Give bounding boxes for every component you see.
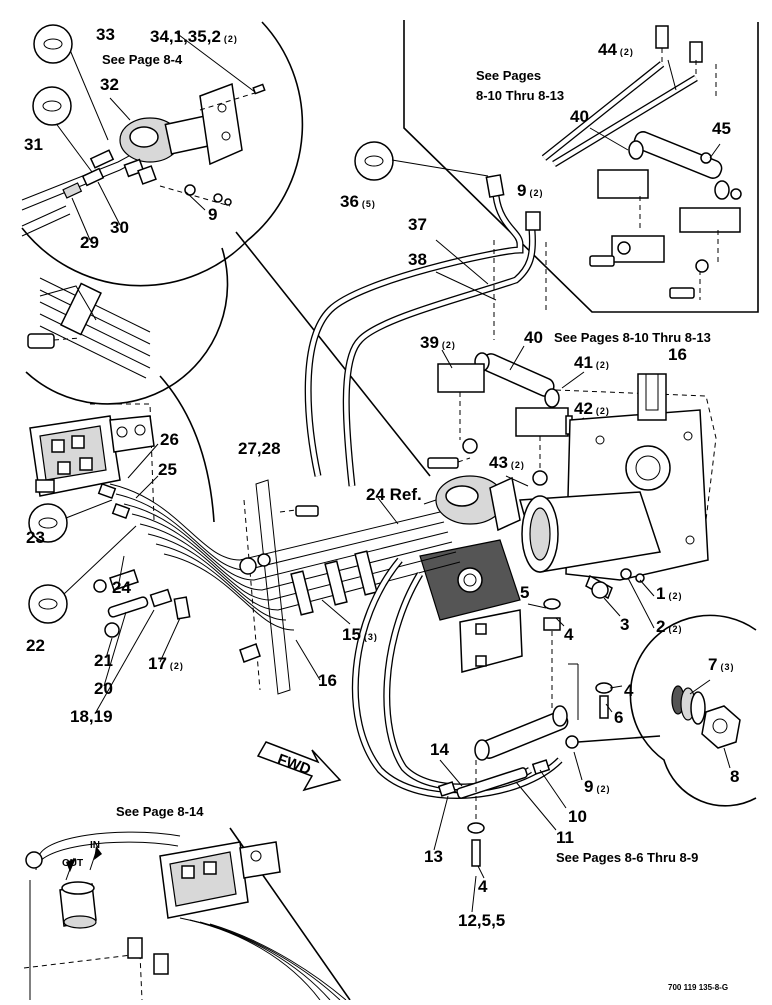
callout-25: 25: [158, 460, 177, 479]
callout-12-5-5: 12,5,5: [458, 911, 505, 930]
callout-44: 44(2): [598, 40, 634, 59]
callout-qty-41: (2): [596, 360, 610, 370]
callout-qty-43: (2): [511, 460, 525, 470]
callout-4b: 4: [624, 681, 634, 700]
callout-32: 32: [100, 75, 119, 94]
note-see-pages-8-10-a: See Pages: [476, 68, 541, 83]
callout-3: 3: [620, 615, 629, 634]
detail-box-upper-right: [403, 20, 759, 313]
callout-7: 7(3): [708, 655, 734, 674]
callout-17: 17(2): [148, 654, 184, 673]
callout-42: 42(2): [574, 399, 610, 418]
note-see-page-8-14: See Page 8-14: [116, 804, 204, 819]
callout-4a: 4: [564, 625, 574, 644]
valve-block: [29, 403, 159, 521]
callout-16b: 16: [318, 671, 337, 690]
o-ring-31: [32, 86, 72, 126]
callout-31: 31: [24, 135, 43, 154]
callout-21: 21: [94, 651, 113, 670]
fwd-label: FWD: [275, 751, 313, 779]
callout-qty-17: (2): [170, 661, 184, 671]
callout-38: 38: [408, 250, 427, 269]
gearbox-frame: [519, 373, 717, 629]
note-see-pages-8-6: See Pages 8-6 Thru 8-9: [556, 850, 698, 865]
forward-arrow: FWD: [256, 741, 342, 792]
cylinder-40-assembly: [427, 345, 585, 487]
lower-cylinder-assembly: [351, 557, 661, 913]
callout-40a: 40: [524, 328, 543, 347]
callout-45: 45: [712, 119, 731, 138]
frame-post: [239, 479, 321, 695]
callout-qty-34-1-35-2: (2): [224, 34, 238, 44]
callout-24: 24: [112, 578, 131, 597]
callout-2: 2(2): [656, 617, 682, 636]
callout-26: 26: [160, 430, 179, 449]
callout-qty-36: (5): [362, 199, 376, 209]
callout-qty-15: (3): [364, 632, 378, 642]
detail-circle-clamp: [25, 247, 229, 523]
callout-22: 22: [26, 636, 45, 655]
callout-10: 10: [568, 807, 587, 826]
detail-circle-motor: [21, 21, 431, 477]
callout-16a: 16: [668, 345, 687, 364]
callout-30: 30: [110, 218, 129, 237]
callout-37: 37: [408, 215, 427, 234]
callout-qty-1: (2): [668, 591, 682, 601]
callout-6: 6: [614, 708, 623, 727]
callout-40b: 40: [570, 107, 589, 126]
figure-number: 700 119 135-8-G: [668, 983, 728, 992]
note-see-pages-8-10-c: See Pages 8-10 Thru 8-13: [554, 330, 711, 345]
out-label: OUT: [62, 858, 83, 869]
callout-9b: 9(2): [517, 181, 543, 200]
callout-41: 41(2): [574, 353, 610, 372]
o-ring-36: [354, 141, 489, 181]
callout-36: 36(5): [340, 192, 376, 211]
callout-qty-42: (2): [596, 406, 610, 416]
callout-34-1-35-2: 34,1,35,2(2): [150, 27, 238, 46]
callout-43: 43(2): [489, 453, 525, 472]
callout-qty-39: (2): [442, 340, 456, 350]
inset-filter-valve: OUT IN: [23, 827, 351, 1001]
callout-qty-2: (2): [668, 624, 682, 634]
callout-23: 23: [26, 528, 45, 547]
callout-27-28: 27,28: [238, 439, 281, 458]
callout-qty-7: (3): [720, 662, 734, 672]
o-ring-33: [33, 24, 73, 64]
callout-18-19: 18,19: [70, 707, 113, 726]
callout-9a: 9: [208, 205, 217, 224]
callout-24-ref: 24 Ref.: [366, 485, 422, 504]
in-label: IN: [90, 840, 100, 851]
callout-1: 1(2): [656, 584, 682, 603]
hose-lines-37-38: [304, 174, 547, 487]
callout-qty-44: (2): [620, 47, 634, 57]
callout-4c: 4: [478, 877, 488, 896]
callout-qty-9c: (2): [596, 784, 610, 794]
note-see-pages-8-10-b: 8-10 Thru 8-13: [476, 88, 564, 103]
callout-5a: 5: [520, 583, 529, 602]
callout-11: 11: [556, 828, 574, 847]
callout-8: 8: [730, 767, 739, 786]
detail-circle-fitting: [629, 614, 757, 807]
callout-39: 39(2): [420, 333, 456, 352]
callout-14: 14: [430, 740, 449, 759]
callout-33: 33: [96, 25, 115, 44]
hose-bundle-24: [109, 483, 461, 631]
motor-assembly: [419, 475, 523, 673]
o-ring-22: [28, 525, 137, 624]
note-see-page-8-4: See Page 8-4: [102, 52, 183, 67]
fittings-lower-left: [93, 555, 261, 713]
o-ring-23: [28, 499, 113, 543]
callout-qty-9b: (2): [529, 188, 543, 198]
callout-9c: 9(2): [584, 777, 610, 796]
callout-29: 29: [80, 233, 99, 252]
callout-20: 20: [94, 679, 113, 698]
callout-15: 15(3): [342, 625, 378, 644]
callout-13: 13: [424, 847, 443, 866]
